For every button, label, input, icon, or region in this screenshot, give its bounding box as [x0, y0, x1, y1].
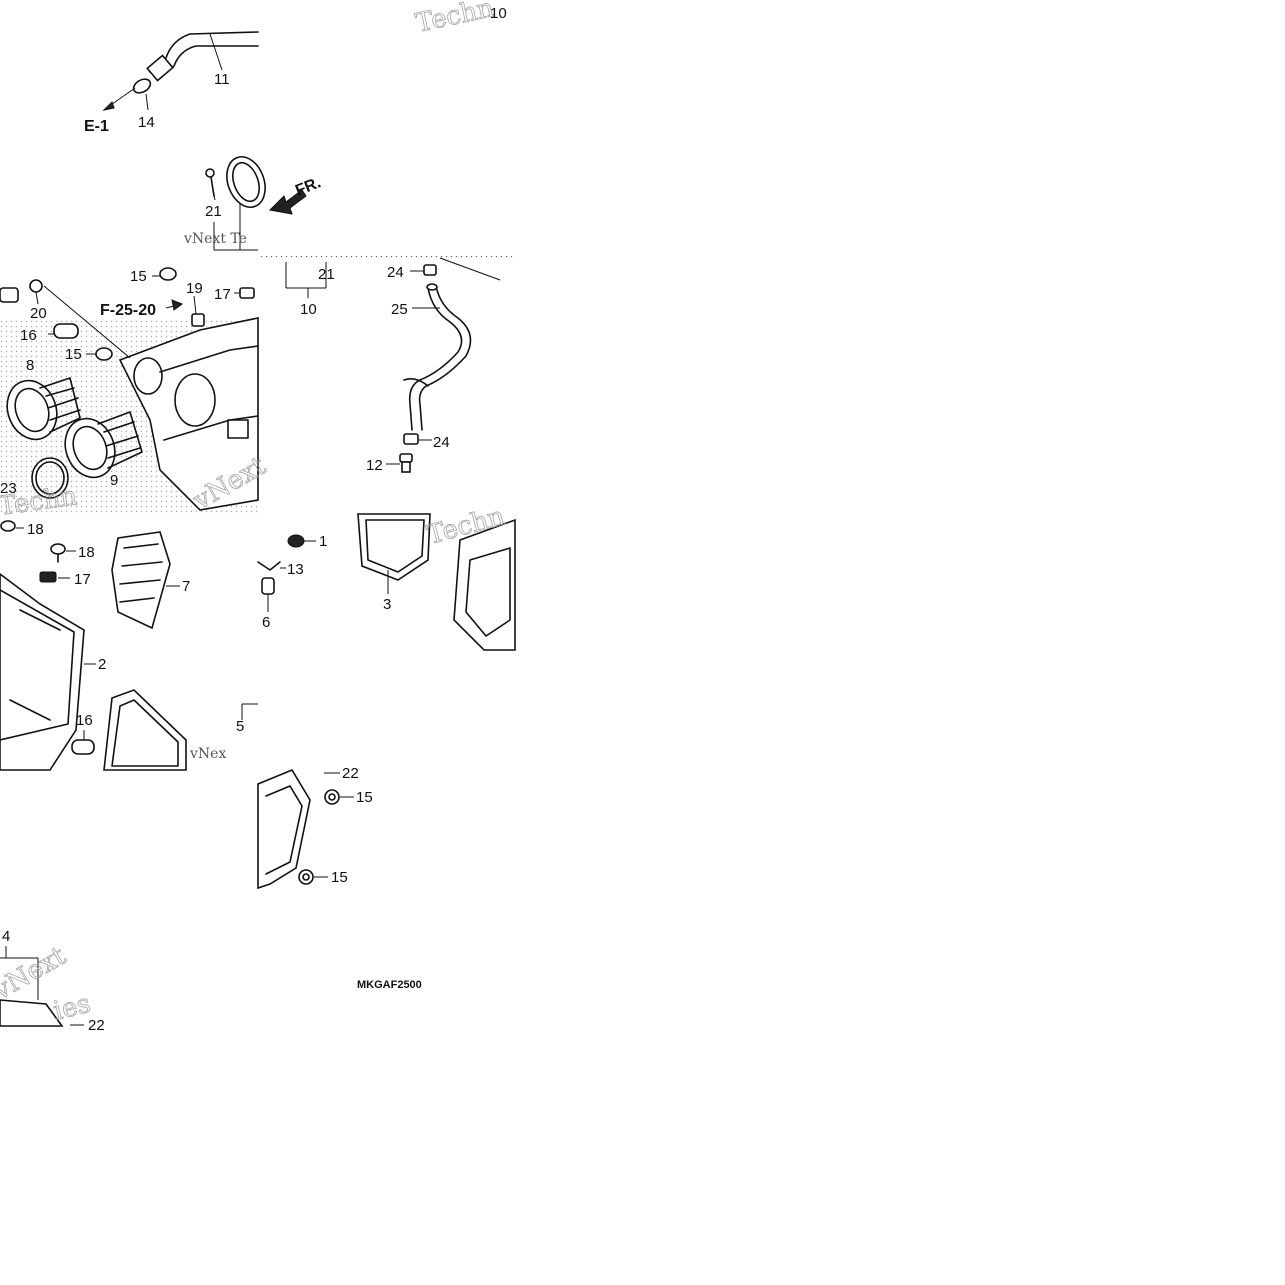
clip-part-13 — [257, 561, 286, 571]
callout-15-lower-b: 15 — [331, 869, 348, 886]
callout-24-upper: 24 — [387, 264, 404, 281]
callout-22-middle: 22 — [342, 765, 359, 782]
intake-duct-part-9 — [64, 411, 143, 479]
callout-15-middle: 15 — [65, 346, 82, 363]
callout-18-a: 18 — [27, 521, 44, 538]
bracket-part-4 — [0, 946, 84, 1027]
callout-9: 9 — [110, 472, 118, 489]
front-direction-arrow — [268, 189, 307, 215]
callout-7: 7 — [182, 578, 190, 595]
callout-15-lower-a: 15 — [356, 789, 373, 806]
callout-11: 11 — [214, 71, 230, 88]
callout-18-b: 18 — [78, 544, 95, 561]
callout-19: 19 — [186, 280, 203, 297]
callout-12: 12 — [366, 457, 383, 474]
air-cleaner-housing-upper — [118, 317, 259, 511]
watermark-1: Techn — [413, 0, 497, 39]
callout-13: 13 — [287, 561, 304, 578]
cap-part-6 — [261, 577, 275, 612]
callout-15-upper: 15 — [130, 268, 147, 285]
front-direction-label: FR. — [293, 174, 323, 199]
diagram-code: MKGAF2500 — [357, 979, 422, 991]
clip-part-17-lower — [39, 571, 70, 583]
callout-4: 4 — [2, 928, 10, 945]
air-cleaner-case-part-2 — [0, 573, 96, 771]
ref-f-25-20: F-25-20 — [100, 302, 156, 319]
callout-22-bottom: 22 — [88, 1017, 105, 1034]
callout-20: 20 — [30, 305, 47, 322]
element-part-5 — [103, 689, 258, 771]
lower-housing-partial — [257, 768, 311, 890]
grommet-part-1 — [287, 534, 316, 548]
grommet-part-15-a — [324, 789, 354, 805]
callout-10-middle: 10 — [300, 301, 317, 318]
callout-1: 1 — [319, 533, 327, 550]
grommet-part-15-b — [298, 869, 328, 885]
callout-5: 5 — [236, 718, 244, 735]
bolt-part-12 — [386, 453, 413, 473]
breather-hose-part-11 — [146, 31, 259, 82]
callout-14: 14 — [138, 114, 155, 131]
grommet-part-16-lower — [71, 730, 95, 755]
drain-tube-part-25 — [403, 283, 472, 431]
connecting-tube-upper — [213, 156, 266, 251]
callout-23: 23 — [0, 480, 17, 497]
callout-16-lower: 16 — [76, 712, 93, 729]
f-25-20-reference-arrow — [165, 299, 184, 311]
callout-10-top: 10 — [490, 5, 507, 22]
callout-16-upper: 16 — [20, 327, 37, 344]
intake-duct-part-7 — [111, 531, 180, 630]
clip-part-24-lower — [403, 433, 432, 445]
clip-part-24-upper — [410, 264, 437, 276]
callout-6: 6 — [262, 614, 270, 631]
ref-e1: E-1 — [84, 118, 109, 135]
callout-17-upper: 17 — [214, 286, 231, 303]
bolt-part-21-upper — [205, 168, 216, 201]
watermark-5: vNex — [189, 746, 226, 762]
element-cover-part-3 — [357, 513, 431, 594]
hose-clamp-part-14 — [132, 78, 152, 111]
screw-part-18-b — [50, 543, 76, 563]
band-part-23 — [31, 457, 69, 499]
callout-24-lower: 24 — [433, 434, 450, 451]
callout-21-upper: 21 — [205, 203, 222, 220]
intake-duct-part-8 — [6, 377, 81, 441]
callout-21-right: 21 — [318, 266, 335, 283]
callout-17-lower: 17 — [74, 571, 91, 588]
grouping-bracket-10-21 — [285, 262, 327, 298]
screw-part-18-a — [0, 520, 24, 532]
callout-8: 8 — [26, 357, 34, 374]
callout-2: 2 — [98, 656, 106, 673]
e1-reference-arrow — [102, 87, 136, 111]
callout-25: 25 — [391, 301, 408, 318]
callout-3: 3 — [383, 596, 391, 613]
small-fasteners-middle-left — [0, 267, 255, 361]
element-cover-right — [453, 518, 516, 651]
watermark-2: vNext Te — [183, 231, 247, 247]
